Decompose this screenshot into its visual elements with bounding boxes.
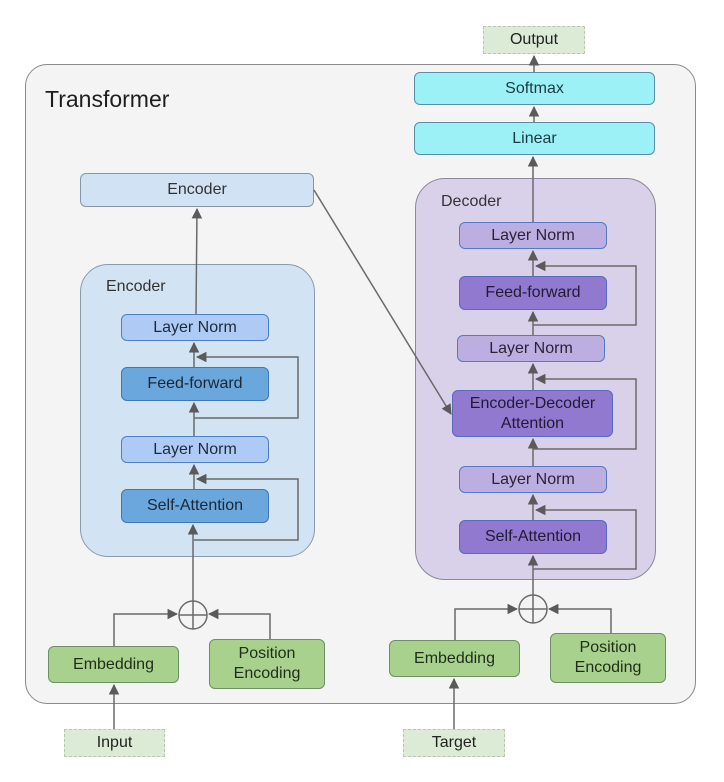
encoder-output-block: Encoder: [80, 173, 314, 207]
output-node: Output: [483, 26, 585, 54]
decoder-self-attention: Self-Attention: [459, 520, 607, 554]
encoder-position-encoding: Position Encoding: [209, 639, 325, 689]
decoder-embedding: Embedding: [389, 640, 520, 677]
diagram-title: Transformer: [45, 86, 170, 112]
encoder-feed-forward: Feed-forward: [121, 367, 269, 401]
decoder-feed-forward: Feed-forward: [459, 276, 607, 310]
softmax-block: Softmax: [414, 72, 655, 105]
decoder-encoder-decoder-attention: Encoder-Decoder Attention: [452, 390, 613, 437]
decoder-layer-norm-3: Layer Norm: [459, 222, 607, 249]
linear-block: Linear: [414, 122, 655, 155]
decoder-layer-norm-2: Layer Norm: [457, 335, 605, 362]
target-node: Target: [403, 729, 505, 757]
encoder-self-attention: Self-Attention: [121, 489, 269, 523]
encoder-layer-norm-1: Layer Norm: [121, 436, 269, 463]
encoder-group-label: Encoder: [106, 278, 166, 295]
decoder-position-encoding: Position Encoding: [550, 633, 666, 683]
input-node: Input: [64, 729, 165, 757]
decoder-layer-norm-1: Layer Norm: [459, 466, 607, 493]
encoder-embedding: Embedding: [48, 646, 179, 683]
decoder-group-label: Decoder: [441, 193, 502, 210]
encoder-layer-norm-2: Layer Norm: [121, 314, 269, 341]
